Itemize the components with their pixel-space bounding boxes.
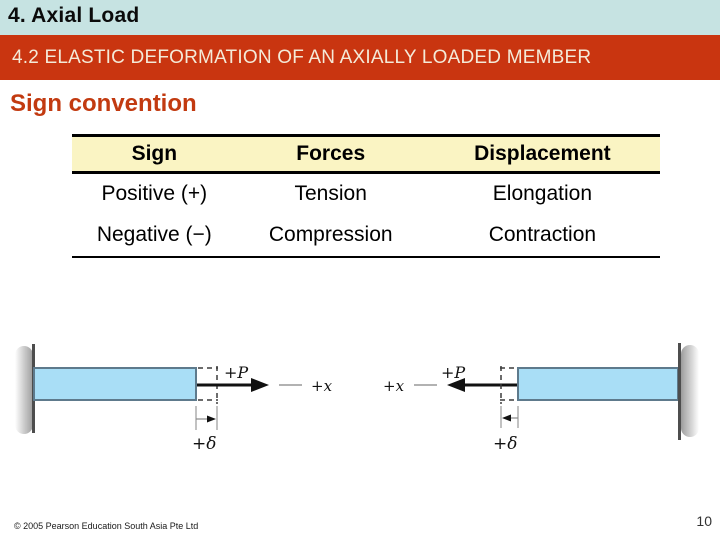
wall-shading [15,346,33,434]
delta-label: +δ [192,434,216,454]
delta-dimension [195,406,218,430]
cell-negative-sign: Negative (−) [72,214,237,257]
cell-contraction: Contraction [424,214,660,257]
force-arrow [447,378,518,392]
section-banner-text: 4.2 ELASTIC DEFORMATION OF AN AXIALLY LO… [12,47,592,68]
axial-load-diagrams: +P +x +δ +x +P [0,330,720,460]
bar [517,367,679,401]
diagram-canvas: +P +x +δ +x +P [15,343,699,454]
cell-tension: Tension [236,172,425,215]
left-diagram: +P +x +δ [15,344,333,454]
section-banner: 4.2 ELASTIC DEFORMATION OF AN AXIALLY LO… [0,35,720,80]
delta-dimension [500,406,519,428]
title-bar: 4. Axial Load [0,0,720,35]
axis-label: +x [383,377,405,395]
wall-shading [681,345,699,437]
deformed-outline-dashed [500,366,518,404]
table-header-row: Sign Forces Displacement [72,135,660,174]
axis-label: +x [311,377,333,395]
copyright-text: © 2005 Pearson Education South Asia Pte … [14,521,199,531]
table-row: Positive (+) Tension Elongation [72,172,660,215]
force-label: +P [224,363,248,382]
column-header-displacement: Displacement [424,135,660,174]
table-row: Negative (−) Compression Contraction [72,214,660,257]
sign-convention-table: Sign Forces Displacement Positive (+) Te… [72,134,660,258]
column-header-sign: Sign [72,135,237,174]
cell-compression: Compression [236,214,425,257]
slide-title: 4. Axial Load [8,4,140,27]
sign-convention-heading: Sign convention [10,90,197,117]
cell-elongation: Elongation [424,172,660,215]
delta-label: +δ [493,434,517,454]
cell-positive-sign: Positive (+) [72,172,237,215]
bar [33,367,197,401]
right-diagram: +x +P +δ [383,343,699,454]
column-header-forces: Forces [236,135,425,174]
page-number: 10 [696,513,712,529]
force-label: +P [441,363,465,382]
force-arrow [197,378,269,392]
